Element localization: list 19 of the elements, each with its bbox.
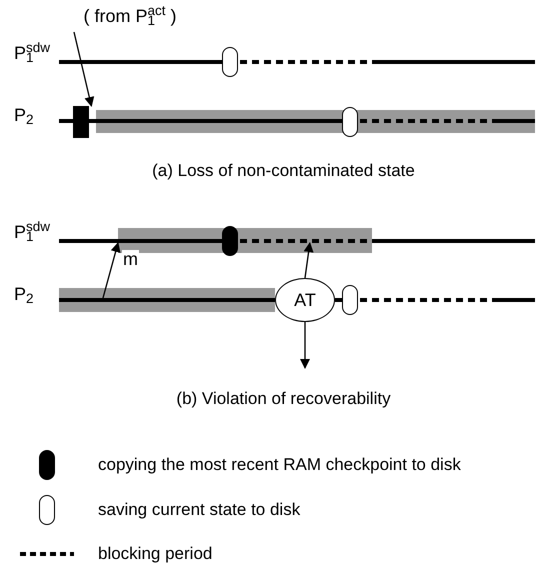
arrow [304,242,314,278]
caption: (a) Loss of non-contaminated state [151,160,415,182]
process-timeline [59,60,535,64]
edge-label: m [122,250,139,268]
process-label: P$_{2}$ [14,106,34,124]
process-timeline [59,119,535,123]
arrow [73,32,94,107]
node-label: AT [294,291,316,309]
checkpoint-block [73,106,89,138]
legend-text: blocking period [98,543,212,566]
process-label: P$_{2}$ [14,285,34,303]
test-node [275,278,335,322]
annotation-text: ( from P$_{1}$$^{act}$ ) [84,7,176,25]
legend-text: copying the most recent RAM checkpoint to disk [98,454,461,476]
legend-text: saving current state to disk [98,499,300,522]
process-timeline [59,298,275,302]
caption: (b) Violation of recoverability [175,388,391,410]
process-timeline [59,239,535,243]
arrow [300,322,310,369]
